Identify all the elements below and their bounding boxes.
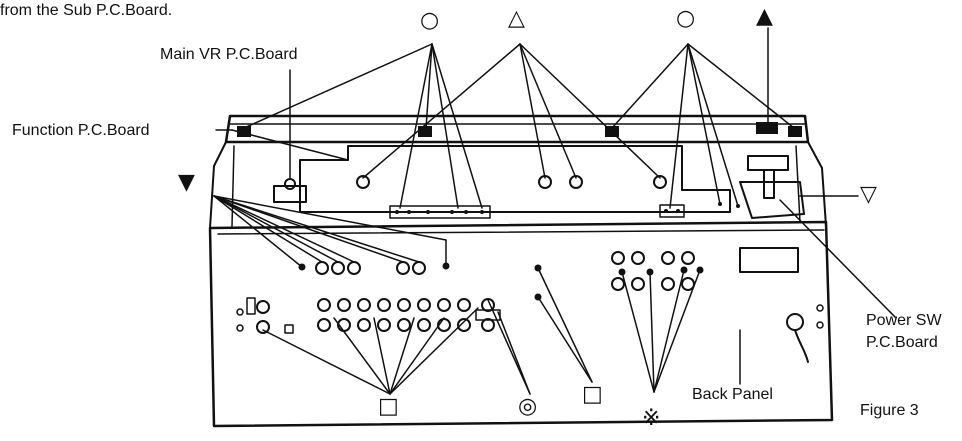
upper-left-jacks	[315, 261, 426, 275]
main-vr-board-label: Main VR P.C.Board	[160, 46, 298, 63]
back-panel-label: Back Panel	[692, 386, 773, 403]
reference-mark-symbol: ※	[642, 406, 661, 431]
main-vr-board	[273, 178, 307, 203]
output-jacks	[611, 251, 695, 291]
bullseye-symbol: ◎	[518, 394, 538, 419]
header-text: from the Sub P.C.Board.	[0, 2, 173, 19]
power-sw-board	[739, 122, 805, 219]
upper-housing	[209, 141, 827, 229]
figure-label: Figure 3	[860, 402, 919, 419]
top-rail	[224, 114, 810, 144]
function-board	[299, 145, 740, 219]
triangle-open-symbol: △	[508, 6, 525, 31]
square-symbol-left: □	[378, 394, 399, 419]
triangle-filled-symbol: ▲	[756, 4, 773, 29]
input-jack-rows	[256, 298, 501, 334]
power-sw-label-line2: P.C.Board	[866, 334, 938, 351]
leader-lines	[213, 27, 897, 395]
triangle-down-open-symbol: ▽	[860, 182, 877, 207]
function-board-label: Function P.C.Board	[12, 122, 150, 139]
power-sw-label-line1: Power SW	[866, 312, 942, 329]
square-symbol-right: □	[582, 382, 603, 407]
screw-points	[298, 262, 704, 301]
circle-symbol-left: ○	[420, 8, 440, 33]
triangle-down-filled-symbol: ▼	[178, 170, 195, 195]
circle-symbol-right: ○	[676, 6, 696, 31]
